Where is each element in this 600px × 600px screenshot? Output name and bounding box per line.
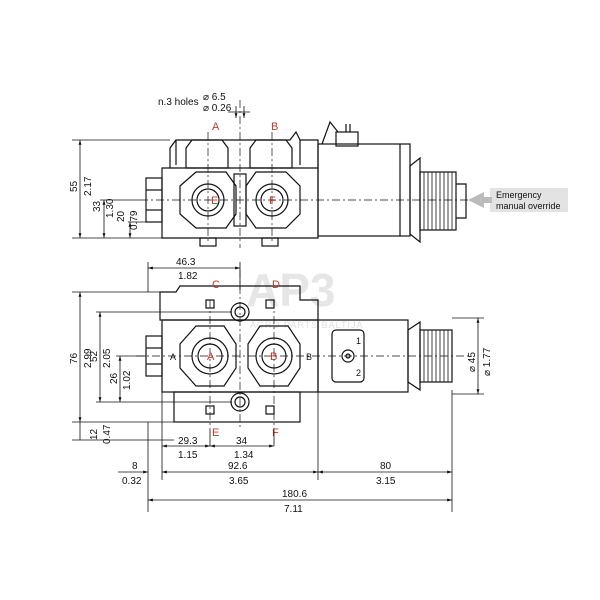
emergency-line2: manual override [496, 201, 561, 211]
port-label-a-front: A [207, 351, 215, 363]
port-label-f-front: F [272, 427, 279, 439]
dim-180-mm: 180.6 [282, 489, 307, 500]
port-label-b-front: B [270, 351, 277, 363]
dim-d45-in: ⌀ 1.77 [482, 347, 493, 376]
side-label-a: A [170, 352, 176, 362]
dim-80-in: 3.15 [376, 476, 396, 487]
port-label-e-top: E [211, 195, 218, 207]
dim-33-in: 1.30 [105, 198, 116, 218]
dim-29-in: 1.15 [178, 450, 198, 461]
holes-leader [228, 106, 250, 118]
dim-92-in: 3.65 [229, 476, 249, 487]
dim-55-mm: 55 [69, 180, 80, 192]
dim-34-mm: 34 [236, 436, 248, 447]
dim-8-in: 0.32 [122, 476, 142, 487]
watermark-subtitle: AGRO PARTS BALTIJA [250, 320, 364, 330]
dim-52-in: 2.05 [102, 348, 113, 368]
dim-180-in: 7.11 [284, 504, 303, 515]
dim-8-mm: 8 [132, 461, 138, 472]
watermark: AP3 AGRO PARTS BALTIJA [246, 264, 364, 330]
watermark-logo: AP3 [246, 264, 335, 316]
front-top-dims [147, 262, 241, 292]
dim-92-mm: 92.6 [228, 461, 248, 472]
dim-76-mm: 76 [69, 352, 80, 364]
top-vertical-dims [72, 139, 170, 239]
dim-12-mm: 12 [89, 428, 100, 440]
port-label-a-top: A [212, 121, 220, 133]
emergency-line1: Emergency [496, 190, 542, 200]
dim-26-mm: 26 [109, 372, 120, 384]
dim-80-mm: 80 [380, 461, 392, 472]
front-view [136, 270, 470, 430]
coil-terminal-2: 2 [356, 368, 361, 378]
holes-label: n.3 holes [158, 97, 199, 108]
dim-34-in: 1.34 [234, 450, 254, 461]
diameter-dim [452, 317, 484, 395]
dim-20-in: 0.79 [129, 210, 140, 230]
port-label-b-top: B [271, 121, 278, 133]
dim-26-in: 1.02 [122, 370, 133, 390]
front-vertical-dims [72, 291, 232, 441]
dim-33-mm: 33 [92, 200, 103, 212]
dim-12-in: 0.47 [102, 424, 113, 444]
port-label-e-front: E [212, 427, 219, 439]
dim-52-mm: 52 [89, 350, 100, 362]
dim-46-mm: 46.3 [176, 257, 196, 268]
coil-terminal-1: 1 [356, 336, 361, 346]
dim-29-mm: 29.3 [178, 436, 198, 447]
dim-76-in: 2.99 [83, 348, 94, 368]
side-label-b: B [306, 352, 312, 362]
port-label-d: D [272, 279, 280, 291]
port-label-c: C [212, 279, 220, 291]
emergency-callout: Emergency manual override [468, 188, 568, 212]
port-label-f-top: F [269, 195, 276, 207]
bottom-horizontal-dims [118, 390, 453, 512]
holes-diameter-mm: ⌀ 6.5 [203, 92, 226, 103]
holes-diameter-in: ⌀ 0.26 [203, 103, 232, 114]
dim-55-in: 2.17 [83, 176, 94, 196]
dim-d45-mm: ⌀ 45 [467, 352, 478, 372]
dim-46-in: 1.82 [178, 271, 198, 282]
top-view [140, 100, 470, 248]
dim-20-mm: 20 [116, 210, 127, 222]
